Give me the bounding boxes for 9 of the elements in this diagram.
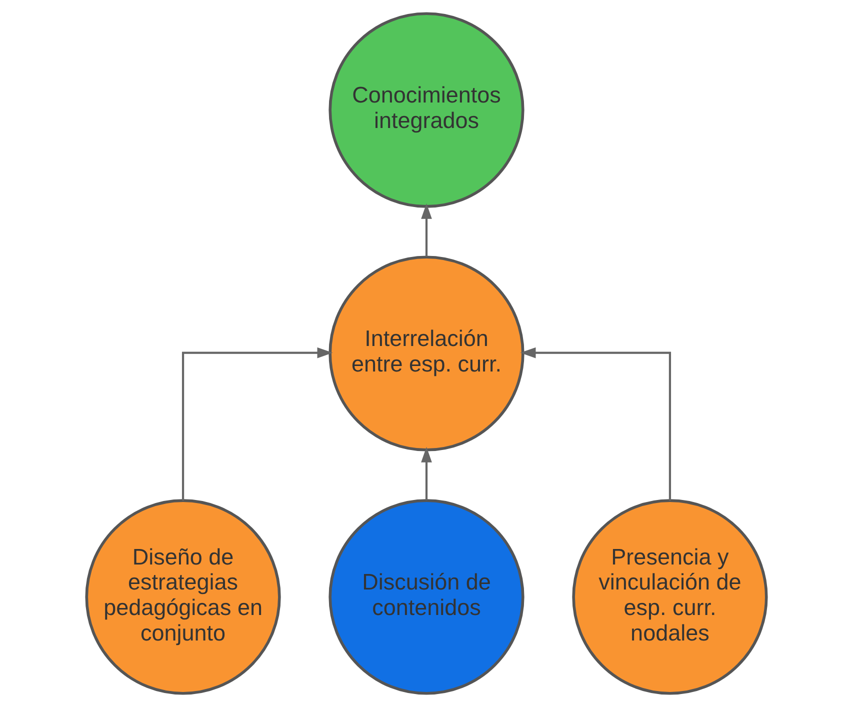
node-circle: Discusión de contenidos — [328, 499, 524, 695]
node-circle: Presencia y vinculación de esp. curr. nodales — [572, 499, 768, 695]
arrow — [520, 347, 671, 500]
arrow — [181, 347, 332, 500]
node-circle: Interrelación entre esp. curr. — [328, 256, 524, 452]
arrow — [420, 203, 432, 257]
node-circle: Conocimientos integrados — [328, 12, 524, 208]
arrow — [420, 446, 432, 500]
node-circle: Diseño de estrategias pedagógicas en conjunto — [84, 499, 280, 695]
